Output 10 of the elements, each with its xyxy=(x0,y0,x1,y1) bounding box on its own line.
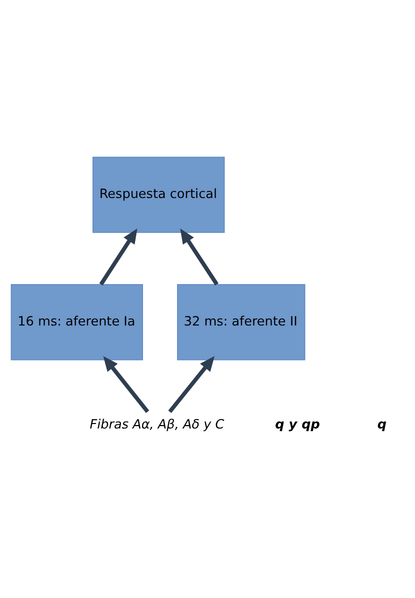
arrow xyxy=(180,228,218,286)
label: q xyxy=(377,418,387,433)
node-box: 32 ms: aferente II xyxy=(177,284,306,360)
node-box: Respuesta cortical xyxy=(92,156,225,233)
arrow xyxy=(99,228,138,286)
label: q y qp xyxy=(275,418,320,433)
arrow xyxy=(103,356,150,413)
arrow xyxy=(168,356,215,413)
node-box: 16 ms: aferente Ia xyxy=(10,284,144,360)
node-text: Fibras Aα, Aβ, Aδ y C xyxy=(90,418,224,433)
